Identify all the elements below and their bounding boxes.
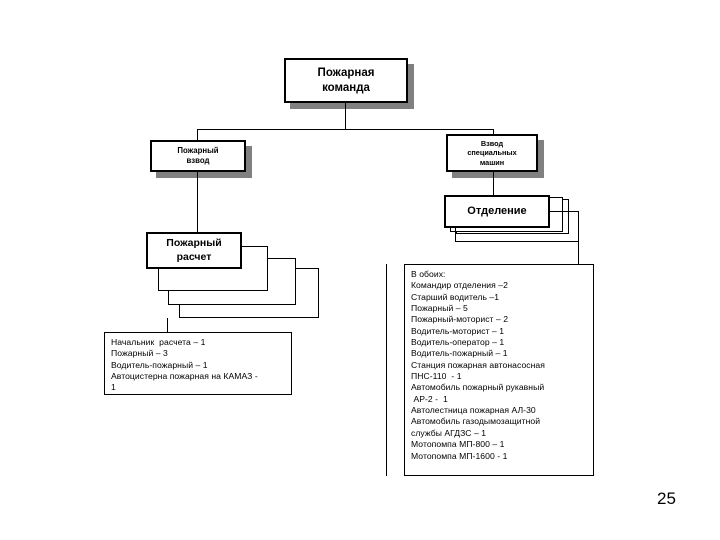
- panel-left-line-0: Начальник расчета – 1: [111, 337, 206, 347]
- vzvod-spec-line-3: машин: [479, 157, 505, 167]
- edge-raschet-to-panel-left: [167, 318, 168, 332]
- panel-right-line-14: службы АГДЗС – 1: [411, 427, 487, 438]
- edge-komanda-bus: [197, 129, 494, 130]
- panel-right-line-16: Мотопомпа МП-1600 - 1: [411, 450, 508, 461]
- raschet-line-1: Пожарный: [166, 237, 222, 250]
- panel-right-line-13: Автомобиль газодымозащитной: [411, 416, 541, 427]
- vzvod-line-1: Пожарный: [177, 146, 219, 156]
- node-pozharnaya-komanda[interactable]: Пожарная команда: [284, 58, 408, 103]
- node-label: Пожарная команда: [315, 66, 378, 95]
- panel-right-line-7: Водитель-пожарный – 1: [411, 348, 508, 359]
- node-label: Взвод специальных машин: [464, 139, 519, 166]
- node-pozharnyy-raschet[interactable]: Пожарный расчет: [146, 232, 242, 269]
- vzvod-spec-line-1: Взвод: [480, 139, 504, 149]
- panel-right-line-12: Автолестница пожарная АЛ-30: [411, 405, 536, 416]
- panel-otdelenie-details: В обоих: Командир отделения –2 Старший в…: [404, 264, 594, 476]
- panel-right-line-11: АР-2 - 1: [411, 393, 448, 404]
- panel-left-line-1: Пожарный – 3: [111, 348, 168, 359]
- panel-left-line-2: Водитель-пожарный – 1: [111, 359, 208, 370]
- edge-otdelenie-right-drop: [578, 211, 579, 264]
- panel-right-line-6: Водитель-оператор – 1: [411, 337, 505, 348]
- panel-right-line-15: Мотопомпа МП-800 – 1: [411, 439, 505, 450]
- panel-right-line-2: Старший водитель –1: [411, 291, 500, 302]
- panel-right-side-rule: [386, 264, 387, 476]
- panel-right-line-8: Станция пожарная автонасосная: [411, 359, 545, 370]
- edge-komanda-stem: [345, 103, 346, 129]
- node-otdelenie[interactable]: Отделение: [444, 195, 550, 228]
- panel-right-line-10: Автомобиль пожарный рукавный: [411, 382, 545, 393]
- node-vzvod-specialnyh-mashin[interactable]: Взвод специальных машин: [446, 134, 538, 172]
- panel-right-line-4: Пожарный-моторист – 2: [411, 314, 509, 325]
- page-number: 25: [657, 489, 676, 508]
- edge-vzvod-to-raschet: [197, 172, 198, 232]
- panel-right-line-3: Пожарный – 5: [411, 303, 468, 314]
- panel-left-line-3: Автоцистерна пожарная на КАМАЗ -: [111, 371, 258, 382]
- panel-left-lines: Начальник расчета – 1 Пожарный – 3 Водит…: [105, 333, 291, 397]
- raschet-line-2: расчет: [176, 250, 212, 263]
- panel-right-line-5: Водитель-моторист – 1: [411, 325, 505, 336]
- otdelenie-label: Отделение: [467, 204, 527, 217]
- edge-otdelenie-bottom-arm: [455, 241, 579, 242]
- panel-left-line-4: 1: [111, 382, 116, 393]
- panel-right-lines: В обоих: Командир отделения –2 Старший в…: [405, 265, 593, 465]
- node-pozharnyy-vzvod[interactable]: Пожарный взвод: [150, 140, 246, 172]
- panel-right-line-9: ПНС-110 - 1: [411, 371, 462, 382]
- edge-otdelenie-bottom-stem: [455, 228, 456, 242]
- edge-otdelenie-right-arm: [550, 211, 579, 212]
- node-label: Пожарный взвод: [174, 146, 221, 165]
- edge-vzvod-spec-to-otdelenie: [493, 172, 494, 195]
- node-label: Пожарный расчет: [163, 237, 224, 263]
- panel-right-line-1: Командир отделения –2: [411, 280, 508, 291]
- panel-right-line-0: В обоих:: [411, 269, 446, 279]
- komanda-line-2: команда: [322, 81, 370, 94]
- edge-bus-to-vzvod: [197, 129, 198, 140]
- vzvod-spec-line-2: специальных: [467, 148, 517, 158]
- komanda-line-1: Пожарная: [317, 67, 375, 80]
- panel-raschet-details: Начальник расчета – 1 Пожарный – 3 Водит…: [104, 332, 292, 395]
- vzvod-line-2: взвод: [186, 156, 210, 165]
